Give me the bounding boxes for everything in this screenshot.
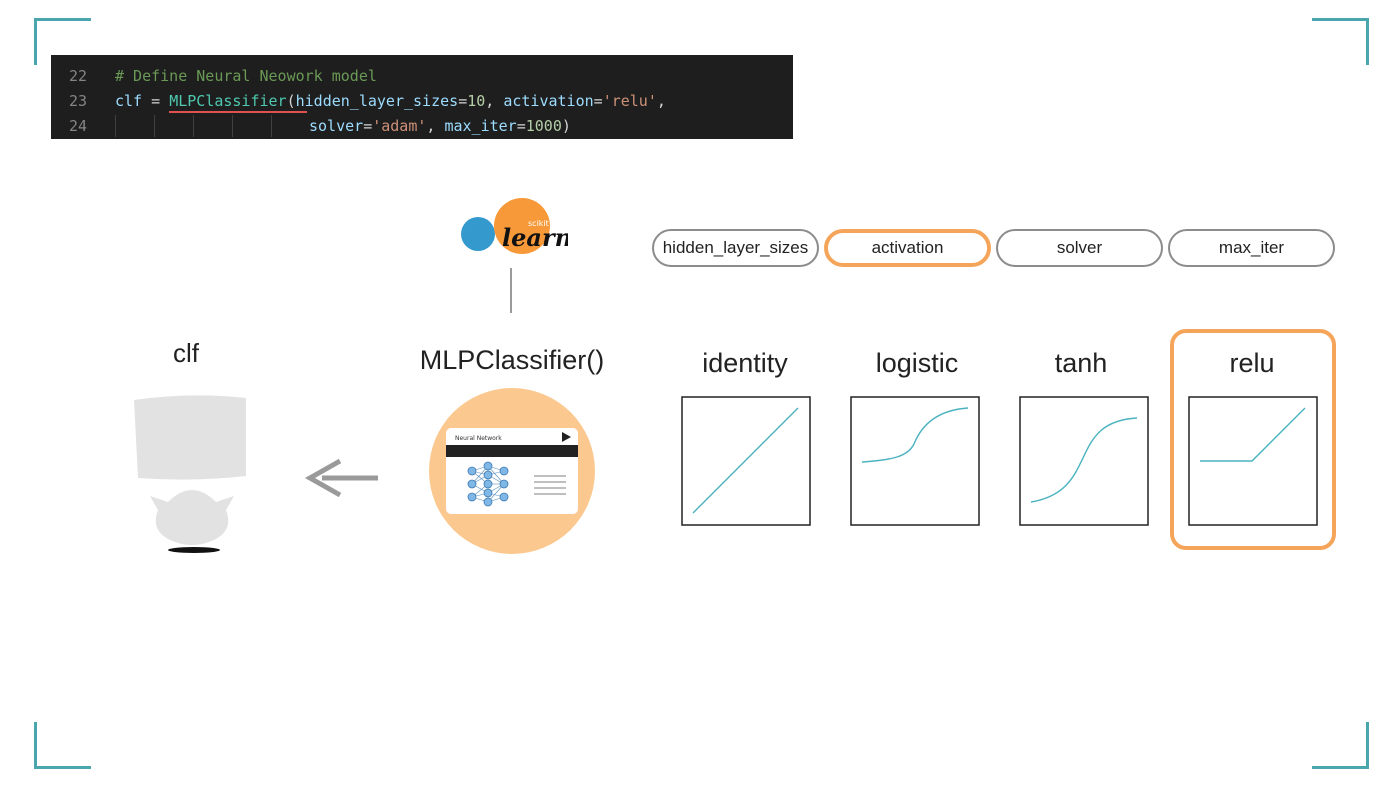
relu-curve bbox=[1200, 407, 1306, 462]
nn-card-title: Neural Network bbox=[455, 435, 502, 442]
activation-label-logistic: logistic bbox=[875, 348, 959, 378]
param-solver: solver bbox=[996, 229, 1163, 267]
code-line-24: solver='adam', max_iter=1000) bbox=[309, 117, 571, 135]
activation-label-identity: identity bbox=[702, 348, 788, 378]
code-token: hidden_layer_sizes bbox=[295, 92, 459, 110]
code-token: 'relu' bbox=[602, 92, 657, 110]
indent-guide bbox=[271, 115, 272, 137]
code-token: = bbox=[363, 117, 373, 135]
code-token: 'adam' bbox=[372, 117, 427, 135]
param-max-iter: max_iter bbox=[1168, 229, 1335, 267]
logo-connector-line bbox=[510, 268, 512, 313]
play-icon bbox=[562, 432, 571, 442]
code-comment: # Define Neural Neowork model bbox=[115, 67, 377, 85]
code-token: ) bbox=[561, 117, 571, 135]
logo-small-text: scikit bbox=[528, 219, 549, 228]
line-number: 24 bbox=[68, 117, 87, 135]
param-label: hidden_layer_sizes bbox=[662, 238, 809, 257]
code-line-23: clf = MLPClassifier(hidden_layer_sizes=1… bbox=[115, 92, 666, 110]
param-hidden-layer-sizes: hidden_layer_sizes bbox=[652, 229, 819, 267]
frame-corner-top-right bbox=[1312, 18, 1369, 65]
code-line-22: # Define Neural Neowork model bbox=[115, 67, 377, 85]
tanh-curve bbox=[1030, 417, 1138, 503]
logistic-curve bbox=[861, 407, 969, 463]
indent-guide bbox=[232, 115, 233, 137]
param-label: max_iter bbox=[1218, 238, 1285, 257]
param-label: activation bbox=[871, 238, 944, 257]
code-token: , bbox=[426, 117, 445, 135]
code-token: 10 bbox=[467, 92, 486, 110]
arrow-left-icon bbox=[300, 455, 382, 501]
error-underline bbox=[169, 111, 307, 113]
param-activation: activation bbox=[824, 229, 991, 267]
code-token: = bbox=[142, 92, 170, 110]
param-label: solver bbox=[1056, 238, 1103, 257]
indent-guide bbox=[154, 115, 155, 137]
model-label: MLPClassifier() bbox=[419, 345, 605, 375]
code-token: 1000 bbox=[525, 117, 562, 135]
scikit-learn-logo: scikit learn bbox=[456, 196, 572, 258]
indent-guide bbox=[193, 115, 194, 137]
line-number: 23 bbox=[68, 92, 87, 110]
robot-icon bbox=[122, 390, 262, 560]
relu-highlight bbox=[1170, 329, 1336, 550]
activation-card-logistic bbox=[850, 396, 980, 526]
logo-big-text: learn bbox=[502, 223, 568, 252]
indent-guide bbox=[115, 115, 116, 137]
line-number: 22 bbox=[68, 67, 87, 85]
neural-network-icon: Neural Network bbox=[446, 428, 578, 514]
code-token: activation bbox=[503, 92, 594, 110]
activation-card-tanh bbox=[1019, 396, 1149, 526]
code-token: clf bbox=[115, 92, 143, 110]
clf-label: clf bbox=[173, 338, 199, 368]
activation-card-identity bbox=[681, 396, 811, 526]
activation-label-relu: relu bbox=[1229, 348, 1275, 378]
code-token: = bbox=[593, 92, 603, 110]
frame-corner-bottom-left bbox=[34, 722, 91, 769]
code-token: MLPClassifier bbox=[169, 92, 287, 110]
code-token: solver bbox=[309, 117, 364, 135]
frame-corner-top-left bbox=[34, 18, 91, 65]
code-token: = bbox=[458, 92, 468, 110]
code-token: ( bbox=[286, 92, 296, 110]
code-token: , bbox=[656, 92, 666, 110]
frame-corner-bottom-right bbox=[1312, 722, 1369, 769]
identity-curve bbox=[692, 407, 799, 514]
code-snippet: 22 # Define Neural Neowork model 23 clf … bbox=[51, 55, 793, 139]
code-token: , bbox=[485, 92, 504, 110]
activation-label-tanh: tanh bbox=[1054, 348, 1108, 378]
code-token: = bbox=[516, 117, 526, 135]
code-token: max_iter bbox=[444, 117, 517, 135]
activation-card-relu bbox=[1188, 396, 1318, 526]
